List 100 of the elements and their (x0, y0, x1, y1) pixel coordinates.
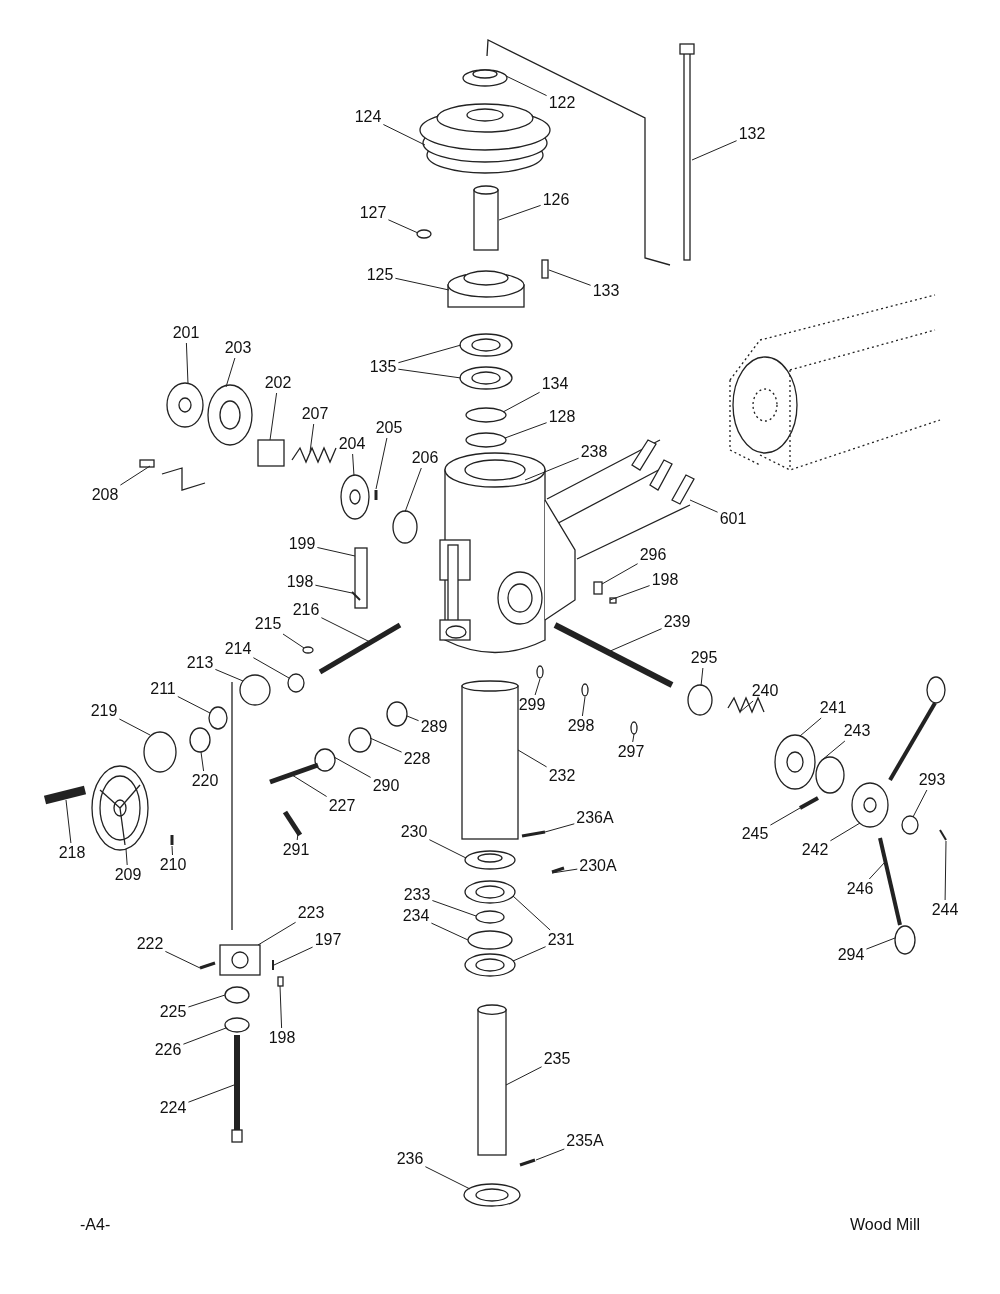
callout-number: 235A (565, 1132, 605, 1150)
bearing-drawing (464, 953, 516, 977)
shaft-drawing (318, 622, 402, 675)
callout-number: 299 (517, 696, 547, 714)
leader-line (512, 946, 547, 962)
ring-drawing (287, 673, 305, 693)
leader-line (534, 678, 541, 696)
callout-number: 198 (650, 571, 680, 589)
spring-drawing (727, 696, 765, 714)
leader-line (164, 950, 201, 969)
callout-number: 234 (401, 907, 431, 925)
callout-number: 209 (113, 866, 143, 884)
callout-number: 224 (158, 1099, 188, 1117)
leader-line (279, 985, 283, 1029)
callout-number: 238 (579, 443, 609, 461)
bearing-drawing (464, 880, 516, 904)
callout-number: 219 (89, 702, 119, 720)
bushing-drawing (257, 439, 285, 467)
retaining-ring-drawing (465, 407, 507, 423)
housing-drawing (239, 674, 271, 706)
scale-drawing (354, 547, 368, 609)
leader-line (309, 423, 315, 453)
pin-drawing (277, 976, 284, 987)
callout-number: 243 (842, 722, 872, 740)
callout-number: 245 (740, 825, 770, 843)
leader-line (382, 124, 426, 146)
callout-number: 132 (737, 125, 767, 143)
pin-drawing (581, 683, 589, 697)
callout-number: 204 (337, 435, 367, 453)
leader-line (551, 868, 578, 874)
callout-number: 235 (542, 1050, 572, 1068)
collar-drawing (314, 748, 336, 772)
leader-line (282, 633, 305, 649)
leader-line (177, 696, 211, 714)
hub-drawing (143, 731, 177, 773)
sleeve-drawing (473, 185, 499, 251)
leader-line (548, 269, 592, 286)
leader-line (517, 749, 548, 768)
head-casting-drawing (439, 452, 576, 654)
leader-line (912, 789, 928, 818)
leader-line (689, 499, 719, 513)
leader-line (404, 467, 422, 513)
leader-line (200, 751, 205, 772)
bolt-drawing (269, 762, 319, 785)
key-drawing (302, 646, 314, 654)
callout-number: 198 (267, 1029, 297, 1047)
nut-drawing (462, 69, 508, 87)
bearing-drawing (459, 333, 513, 357)
callout-number: 215 (253, 615, 283, 633)
leader-line (502, 391, 541, 413)
leader-line (431, 900, 477, 917)
flange-drawing (207, 384, 253, 446)
hub-drawing (851, 782, 889, 828)
screw-drawing (939, 829, 947, 841)
leader-line (512, 895, 551, 931)
page-footer-text: Wood Mill (850, 1216, 920, 1234)
leader-line (691, 140, 738, 161)
collar-drawing (386, 701, 408, 727)
callout-number: 236A (575, 809, 615, 827)
pin-drawing (351, 591, 361, 601)
pin-drawing (630, 721, 638, 735)
callout-number: 122 (547, 94, 577, 112)
leader-line (424, 1166, 471, 1190)
leader-line (397, 344, 462, 364)
leader-line (524, 457, 580, 481)
callout-number: 220 (190, 772, 220, 790)
callout-number: 244 (930, 901, 960, 919)
callout-number: 124 (353, 108, 383, 126)
callout-number: 206 (410, 449, 440, 467)
callout-number: 241 (818, 699, 848, 717)
pin-drawing (170, 835, 174, 845)
leader-line (187, 1084, 235, 1103)
leader-line (118, 718, 151, 736)
leader-line (394, 277, 450, 291)
leader-line (609, 585, 651, 601)
key-drawing (416, 229, 432, 239)
leader-line (632, 733, 635, 743)
callout-number: 202 (263, 374, 293, 392)
callout-number: 226 (153, 1041, 183, 1059)
callout-number: 225 (158, 1003, 188, 1021)
callout-number: 236 (395, 1150, 425, 1168)
callout-number: 601 (718, 510, 748, 528)
callout-number: 295 (689, 649, 719, 667)
washer-drawing (224, 1017, 250, 1033)
leader-line (739, 700, 754, 713)
pin-drawing (536, 665, 544, 679)
spacer-drawing (475, 910, 505, 924)
collar-drawing (464, 850, 516, 870)
leader-line (607, 628, 663, 653)
collar-drawing (392, 510, 418, 544)
spring-drawing (291, 446, 337, 464)
draw-bar-drawing (679, 43, 695, 261)
leader-line (387, 219, 419, 234)
callout-number: 128 (547, 408, 577, 426)
spindle-drawing (477, 1004, 507, 1156)
callout-number: 297 (616, 743, 646, 761)
leader-line (369, 737, 403, 753)
leader-line (252, 657, 290, 679)
callout-number: 213 (185, 654, 215, 672)
callout-number: 230 (399, 823, 429, 841)
